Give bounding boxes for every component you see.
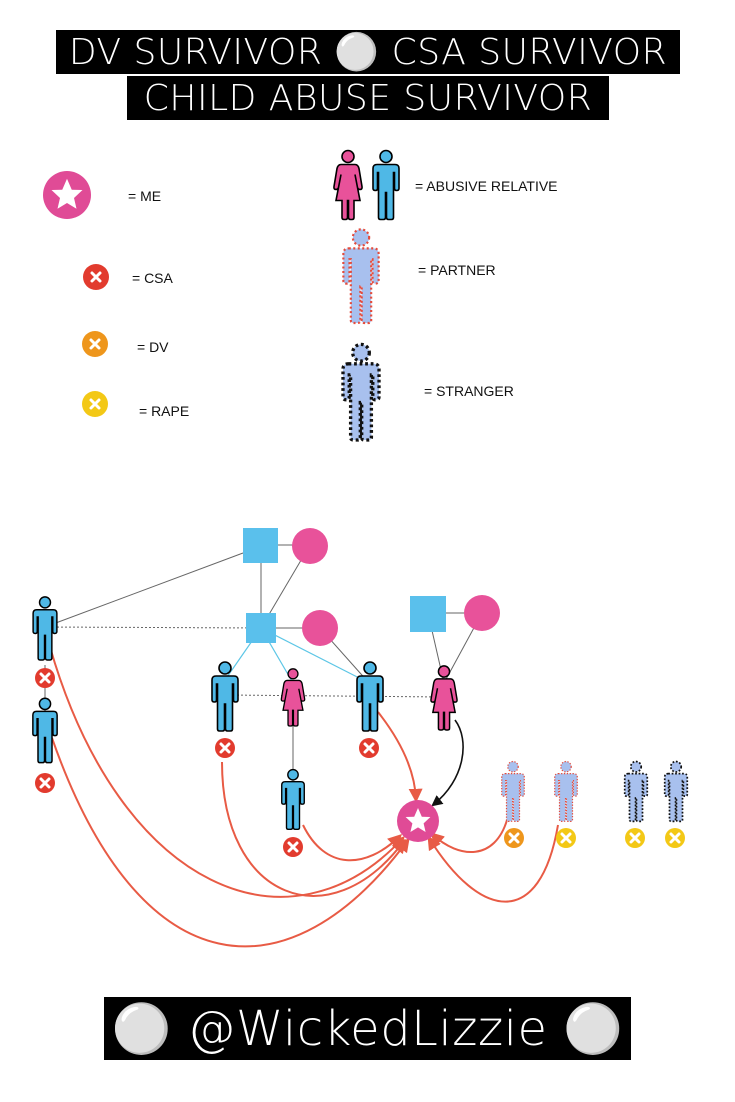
other-father-square	[410, 596, 446, 632]
rape-marker	[625, 828, 645, 848]
stranger-2	[663, 760, 689, 823]
legend-dv-label: = DV	[137, 339, 169, 355]
partner-2	[554, 760, 578, 822]
abuse-arrows	[49, 646, 559, 948]
legend-partner-label: = PARTNER	[418, 262, 496, 278]
legend-stranger-icon	[341, 342, 381, 442]
rape-marker	[665, 828, 685, 848]
csa-marker	[215, 738, 235, 758]
partner-1	[501, 760, 525, 822]
header-line-2: CHILD ABUSE SURVIVOR	[127, 76, 609, 120]
legend-abusive-relative-label: = ABUSIVE RELATIVE	[415, 178, 558, 194]
brother-1	[211, 661, 239, 732]
me-node	[397, 800, 439, 842]
legend-abusive-relative-icon	[333, 149, 400, 221]
aunt	[430, 665, 458, 731]
legend-me-label: = ME	[128, 188, 162, 204]
relative-man-left-top	[32, 596, 58, 661]
rape-marker	[556, 828, 576, 848]
other-mother-circle	[464, 595, 500, 631]
father-square	[246, 613, 276, 643]
mother-circle	[302, 610, 338, 646]
legend-me-icon	[43, 171, 91, 219]
legend-dv-icon	[82, 331, 108, 357]
legend-partner-icon	[342, 228, 380, 325]
stranger-1	[623, 760, 649, 823]
csa-marker	[359, 738, 379, 758]
footer-handle: ⚪ @WickedLizzie ⚪	[104, 997, 631, 1060]
dv-marker	[504, 828, 524, 848]
legend-rape-icon	[82, 391, 108, 417]
grandmother-circle	[292, 528, 328, 564]
legend-stranger-label: = STRANGER	[424, 383, 514, 399]
csa-marker	[35, 668, 55, 688]
header-line-1: DV SURVIVOR ⚪ CSA SURVIVOR	[56, 30, 680, 74]
brother-2	[356, 661, 384, 732]
csa-marker	[35, 773, 55, 793]
csa-marker	[283, 837, 303, 857]
legend-csa-label: = CSA	[132, 270, 173, 286]
family-lines	[44, 544, 483, 783]
nephew	[281, 768, 305, 831]
sister	[280, 668, 306, 727]
relative-man-left-bottom	[32, 697, 58, 764]
grandfather-square	[243, 528, 278, 563]
legend-rape-label: = RAPE	[139, 403, 190, 419]
legend-csa-icon	[83, 264, 109, 290]
